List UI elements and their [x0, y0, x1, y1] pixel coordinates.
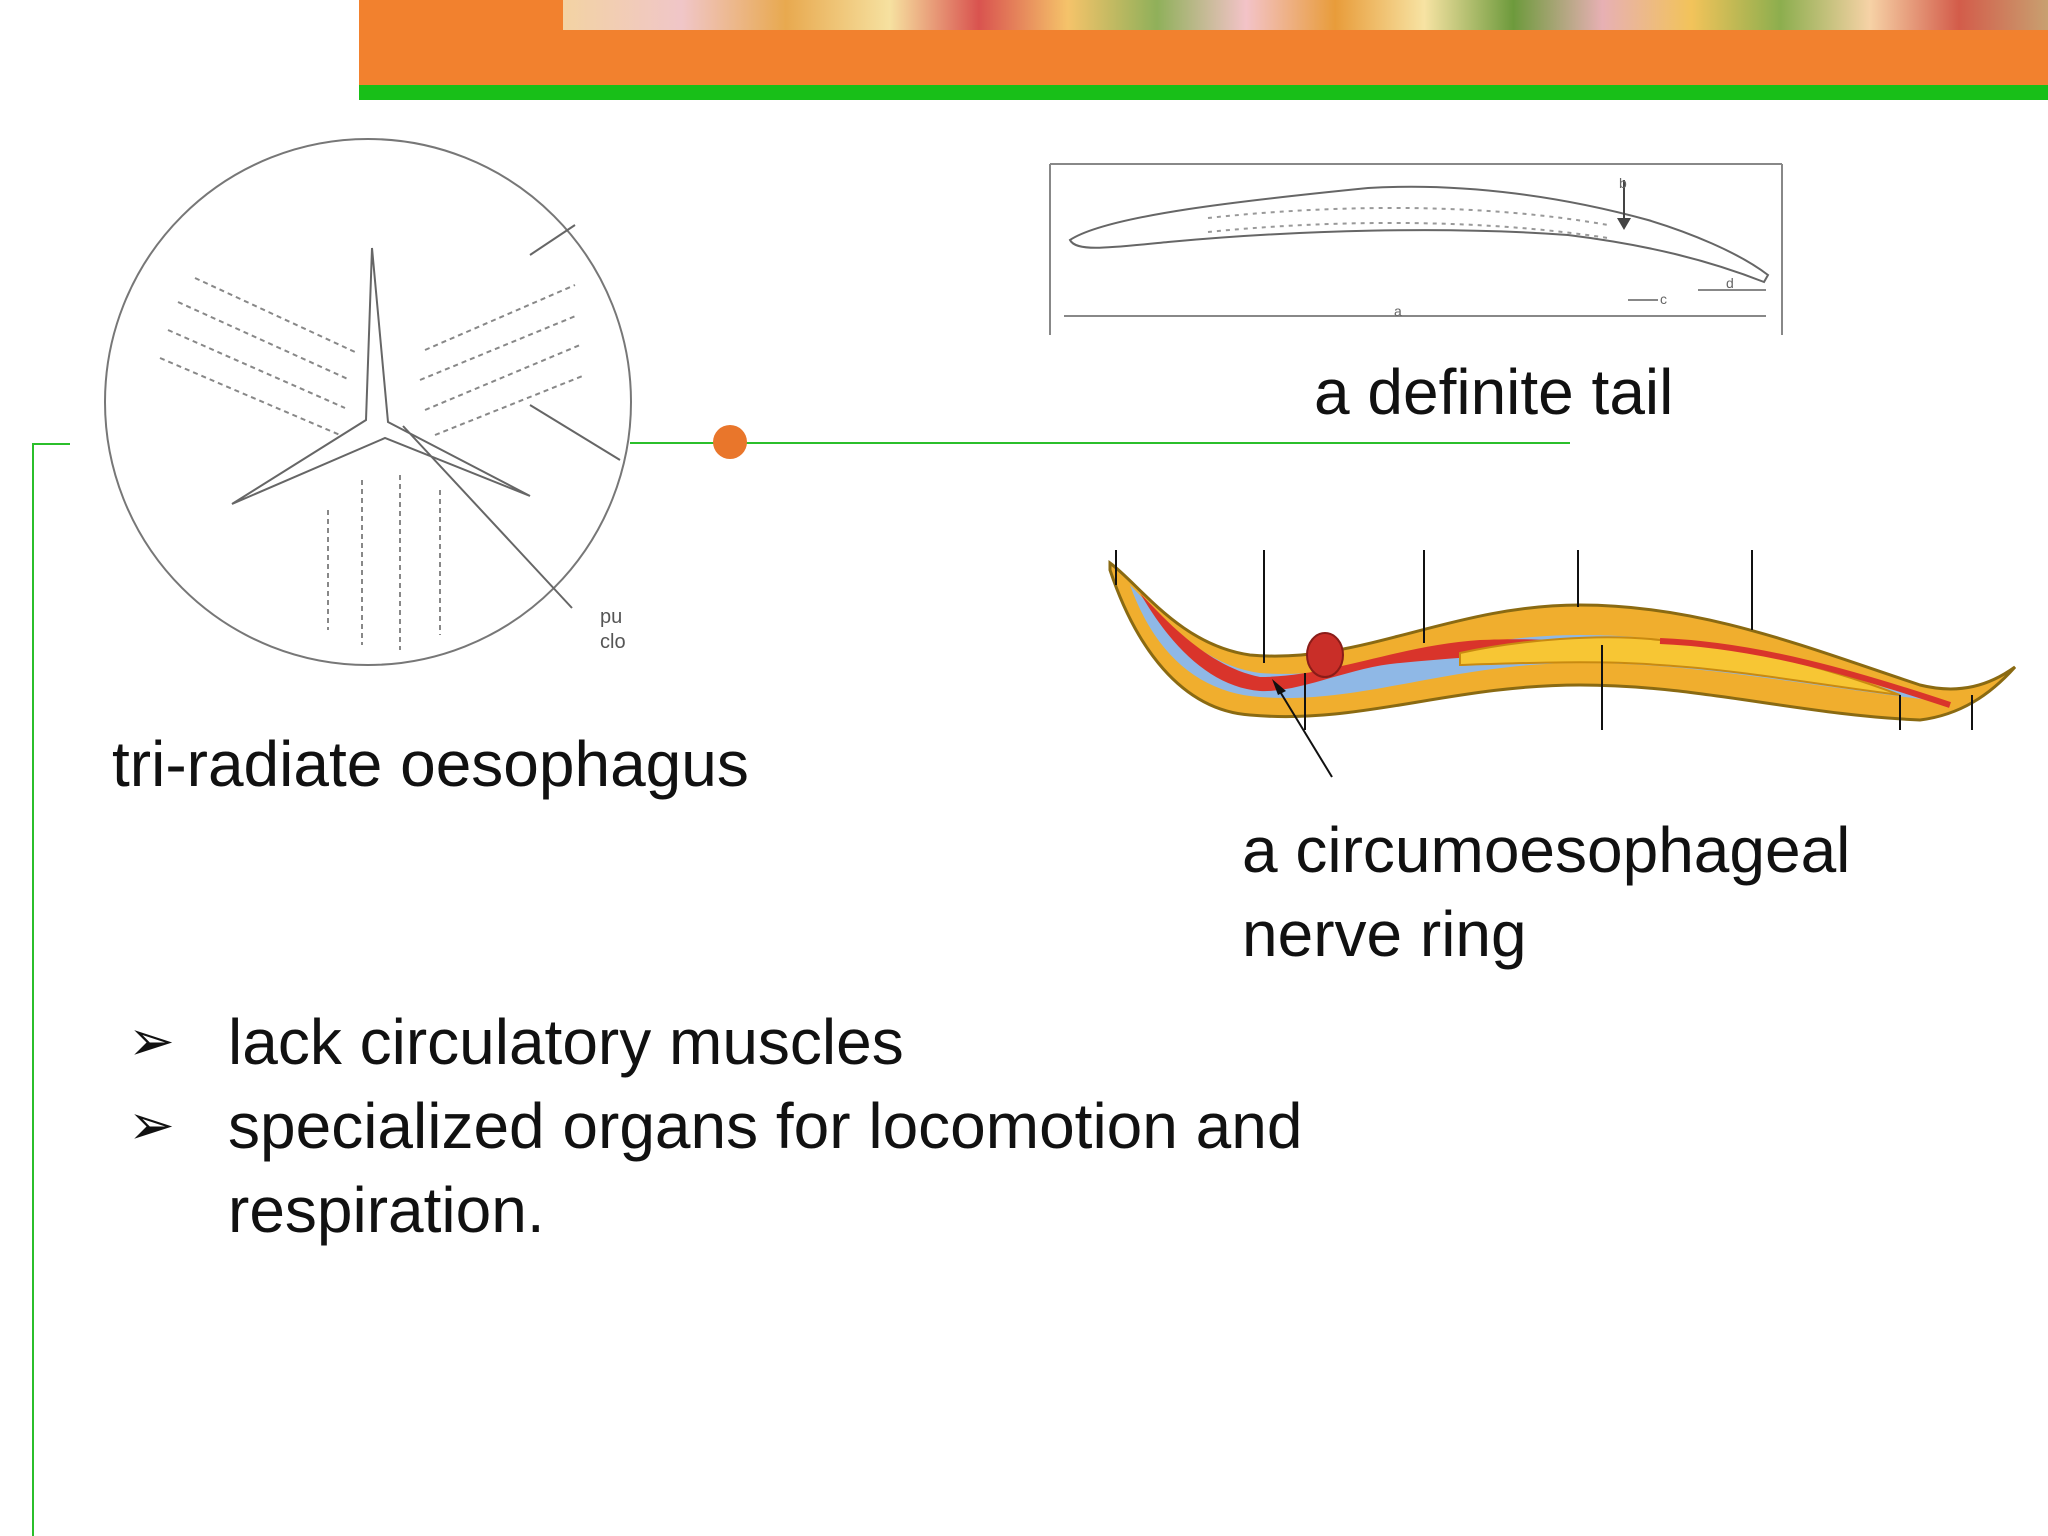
nerve-ring-caption-line-1: a circumoesophageal — [1242, 814, 1851, 886]
middle-horizontal-rule — [630, 442, 1570, 444]
bullet-list: ➢ lack circulatory muscles ➢ specialized… — [128, 1000, 1528, 1252]
arrow-bullet-icon: ➢ — [128, 1009, 175, 1074]
tail-caption: a definite tail — [1314, 356, 1674, 428]
header-green-band — [359, 85, 2048, 100]
cross-section-label-1: pu — [600, 606, 622, 628]
arrow-bullet-icon: ➢ — [128, 1093, 175, 1158]
list-item-text: lack circulatory muscles — [228, 1006, 904, 1078]
tail-label-d: d — [1726, 275, 1734, 291]
nerve-ring-caption: a circumoesophageal nerve ring — [1242, 808, 1850, 976]
header-flower-strip — [563, 0, 2048, 30]
nematode-tail-diagram: a b c d — [1049, 163, 1783, 335]
accent-dot — [713, 425, 747, 459]
list-item: ➢ lack circulatory muscles — [128, 1000, 1528, 1084]
tail-label-a: a — [1394, 303, 1402, 319]
left-horizontal-rule — [32, 443, 70, 445]
nerve-ring-caption-line-2: nerve ring — [1242, 898, 1527, 970]
left-vertical-rule — [32, 443, 34, 1536]
nematode-anatomy-diagram — [1108, 550, 2017, 778]
list-item: ➢ specialized organs for locomotion and — [128, 1084, 1528, 1168]
tail-label-b: b — [1619, 175, 1627, 191]
list-item-text: respiration. — [228, 1174, 545, 1246]
list-item-text: specialized organs for locomotion and — [228, 1090, 1303, 1162]
cross-section-label-2: clo — [600, 631, 626, 653]
oesophagus-caption: tri-radiate oesophagus — [112, 728, 749, 800]
tail-label-c: c — [1660, 291, 1667, 307]
list-item: respiration. — [128, 1168, 1528, 1252]
oesophagus-cross-section-diagram: pu clo — [104, 138, 632, 666]
